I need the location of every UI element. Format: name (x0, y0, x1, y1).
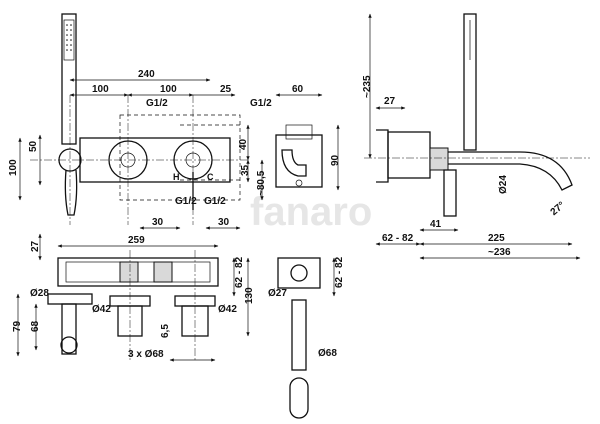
front-view: 240 100 100 25 G1/2 100 50 40 35 ~80,5 H… (8, 13, 267, 230)
dim-30-left: 30 (152, 217, 164, 228)
dim-d42-left: Ø42 (92, 304, 111, 315)
dim-62-82-a: 62 - 82 (382, 233, 414, 244)
dim-d28: Ø28 (30, 288, 49, 299)
dim-27-top: 27 (384, 96, 396, 107)
dim-d27: Ø27 (268, 288, 287, 299)
dim-60: 60 (292, 84, 304, 95)
dim-40: 40 (238, 138, 249, 150)
dim-d24: Ø24 (498, 175, 509, 194)
dim-27-vertical: 27 (30, 240, 41, 252)
dim-41: 41 (430, 219, 442, 230)
front-view-dimensions: 240 100 100 25 G1/2 100 50 40 35 ~80,5 H… (8, 69, 267, 230)
hand-shower-head (63, 19, 75, 61)
dim-240: 240 (138, 69, 155, 80)
side-wall-body (387, 131, 431, 179)
dim-79: 79 (12, 320, 23, 332)
top-view: 27 259 Ø28 Ø42 Ø42 79 68 6,5 3 x Ø68 62 … (12, 233, 255, 362)
dim-25: 25 (220, 84, 232, 95)
dim-236: ~236 (488, 247, 511, 258)
dim-80-5: ~80,5 (256, 170, 267, 196)
top-outlet-plate (47, 293, 93, 305)
dim-d68: Ø68 (318, 348, 337, 359)
dim-g12-a: G1/2 (146, 98, 168, 109)
dim-235: ~235 (362, 75, 373, 98)
dim-100-vertical: 100 (8, 159, 19, 176)
side-view: ~235 27 Ø24 27° 41 62 - 82 225 ~236 (362, 13, 590, 260)
dim-100-right: 100 (160, 84, 177, 95)
watermark: fanaro (250, 190, 372, 234)
dim-225: 225 (488, 233, 505, 244)
dim-angle-27: 27° (549, 200, 568, 218)
dim-100-left: 100 (92, 84, 109, 95)
dim-68-vertical: 68 (30, 320, 41, 332)
hose (64, 169, 78, 216)
concealed-box (275, 134, 323, 188)
shower-nozzles (66, 24, 72, 51)
top-box-view: 62 - 82 Ø27 Ø68 (268, 256, 345, 419)
top-plate (57, 257, 219, 287)
label-cold: C (207, 172, 214, 182)
side-box-view: 60 G1/2 90 (250, 84, 341, 191)
dim-g12-b: G1/2 (175, 196, 197, 207)
dim-62-82-b: 62 - 82 (234, 256, 245, 288)
outlet-elbow (281, 149, 307, 177)
dim-130: 130 (244, 287, 255, 304)
dim-30-right: 30 (218, 217, 230, 228)
top-outlet (61, 303, 77, 355)
dim-d42-right: Ø42 (218, 304, 237, 315)
dim-90: 90 (330, 154, 341, 166)
dim-g12-d: G1/2 (250, 98, 272, 109)
side-hand-shower (463, 13, 477, 151)
dim-3x-d68: 3 x Ø68 (128, 349, 164, 360)
dim-35: 35 (240, 164, 251, 176)
top-box (277, 257, 321, 289)
spout (448, 151, 573, 191)
side-wall-flange (376, 129, 389, 183)
top-box-spout (291, 299, 307, 371)
dim-62-82-c: 62 - 82 (334, 256, 345, 288)
dim-g12-c: G1/2 (204, 196, 226, 207)
dim-259: 259 (128, 235, 145, 246)
side-lever (443, 169, 457, 217)
concealed-body-outline (119, 114, 241, 201)
dim-6-5: 6,5 (160, 324, 171, 338)
label-hot: H (173, 172, 180, 182)
dim-50: 50 (28, 140, 39, 152)
